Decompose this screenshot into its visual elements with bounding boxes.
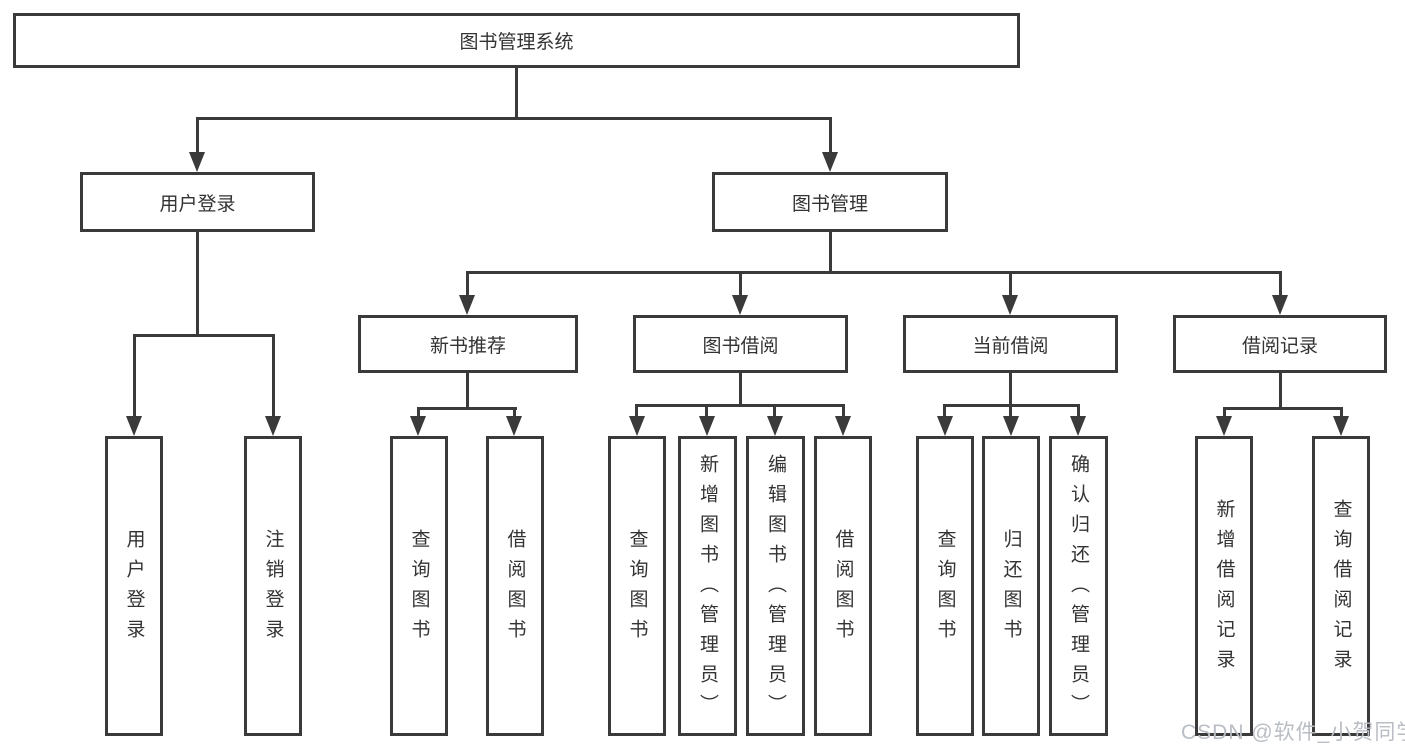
connector-drop bbox=[133, 334, 136, 422]
down-arrowhead bbox=[822, 152, 838, 172]
down-arrowhead bbox=[506, 416, 522, 436]
connector-drop bbox=[1279, 271, 1282, 301]
node-user-login-label: 用户登录 bbox=[159, 193, 236, 215]
leaf-label: 新增图书（管理员） bbox=[697, 454, 718, 724]
connector-drop bbox=[943, 404, 946, 424]
connector-drop bbox=[1340, 407, 1343, 424]
node-new-books-label: 新书推荐 bbox=[429, 335, 506, 357]
node-current-borrow-label: 当前借阅 bbox=[972, 335, 1049, 357]
leaf-query-borrow-record: 查询借阅记录 bbox=[1312, 436, 1370, 736]
down-arrowhead bbox=[699, 416, 715, 436]
leaf-query-books-1: 查询图书 bbox=[390, 436, 448, 736]
down-arrowhead bbox=[1216, 416, 1232, 436]
connector-drop bbox=[513, 407, 516, 424]
leaf-label: 注销登录 bbox=[262, 529, 284, 649]
down-arrowhead bbox=[265, 416, 281, 436]
connector-bar bbox=[417, 407, 517, 410]
connector-stem bbox=[739, 373, 742, 407]
connector-stem bbox=[196, 232, 199, 335]
down-arrowhead bbox=[1003, 416, 1019, 436]
leaf-add-books-admin: 新增图书（管理员） bbox=[678, 436, 737, 736]
leaf-user-login: 用户登录 bbox=[105, 436, 163, 736]
leaf-borrow-books-2: 借阅图书 bbox=[814, 436, 872, 736]
node-user-login: 用户登录 bbox=[80, 172, 315, 232]
down-arrowhead bbox=[937, 416, 953, 436]
connector-bar bbox=[635, 404, 845, 407]
node-book-mgmt-label: 图书管理 bbox=[791, 193, 868, 215]
connector-drop bbox=[1223, 407, 1226, 424]
connector-bar bbox=[133, 334, 275, 337]
down-arrowhead bbox=[767, 416, 783, 436]
node-root-label: 图书管理系统 bbox=[459, 32, 574, 53]
leaf-query-books-3: 查询图书 bbox=[916, 436, 974, 736]
leaf-borrow-books-1: 借阅图书 bbox=[486, 436, 544, 736]
leaf-label: 查询图书 bbox=[934, 529, 956, 649]
down-arrowhead bbox=[1333, 416, 1349, 436]
down-arrowhead bbox=[126, 416, 142, 436]
leaf-label: 查询图书 bbox=[626, 529, 648, 649]
leaf-label: 归还图书 bbox=[1000, 529, 1022, 649]
leaf-label: 查询借阅记录 bbox=[1330, 499, 1352, 679]
connector-drop bbox=[196, 117, 199, 159]
connector-drop bbox=[417, 407, 420, 424]
connector-stem bbox=[466, 373, 469, 410]
leaf-label: 借阅图书 bbox=[504, 529, 526, 649]
connector-drop bbox=[635, 404, 638, 424]
down-arrowhead bbox=[189, 152, 205, 172]
leaf-logout: 注销登录 bbox=[244, 436, 302, 736]
connector-drop bbox=[842, 404, 845, 424]
leaf-add-borrow-record: 新增借阅记录 bbox=[1195, 436, 1253, 736]
down-arrowhead bbox=[1070, 416, 1086, 436]
node-book-borrow: 图书借阅 bbox=[633, 315, 848, 373]
node-new-books: 新书推荐 bbox=[358, 315, 578, 373]
connector-drop bbox=[1077, 404, 1080, 424]
node-borrow-records-label: 借阅记录 bbox=[1241, 335, 1318, 357]
connector-stem bbox=[1009, 373, 1012, 407]
leaf-label: 用户登录 bbox=[123, 529, 145, 649]
down-arrowhead bbox=[459, 295, 475, 315]
down-arrowhead bbox=[629, 416, 645, 436]
down-arrowhead bbox=[732, 295, 748, 315]
leaf-label: 编辑图书（管理员） bbox=[765, 454, 786, 724]
leaf-label: 借阅图书 bbox=[832, 529, 854, 649]
down-arrowhead bbox=[835, 416, 851, 436]
connector-stem bbox=[1279, 373, 1282, 410]
leaf-label: 确认归还（管理员） bbox=[1068, 454, 1089, 724]
leaf-return-books: 归还图书 bbox=[982, 436, 1040, 736]
connector-drop bbox=[705, 404, 708, 424]
leaf-label: 新增借阅记录 bbox=[1213, 499, 1235, 679]
leaf-label: 查询图书 bbox=[408, 529, 430, 649]
connector-drop bbox=[739, 271, 742, 301]
node-current-borrow: 当前借阅 bbox=[903, 315, 1118, 373]
csdn-watermark: CSDN @软件_小贺同学 bbox=[1181, 721, 1405, 744]
down-arrowhead bbox=[1272, 295, 1288, 315]
down-arrowhead bbox=[410, 416, 426, 436]
connector-drop bbox=[1009, 271, 1012, 301]
leaf-edit-books-admin: 编辑图书（管理员） bbox=[746, 436, 805, 736]
node-book-borrow-label: 图书借阅 bbox=[702, 335, 779, 357]
leaf-query-books-2: 查询图书 bbox=[608, 436, 666, 736]
connector-bar bbox=[196, 117, 832, 120]
connector-drop bbox=[773, 404, 776, 424]
connector-bar bbox=[466, 271, 1282, 274]
node-root: 图书管理系统 bbox=[13, 13, 1020, 68]
connector-drop bbox=[1009, 404, 1012, 424]
node-borrow-records: 借阅记录 bbox=[1173, 315, 1387, 373]
connector-stem bbox=[829, 232, 832, 274]
leaf-confirm-return-admin: 确认归还（管理员） bbox=[1049, 436, 1108, 736]
connector-bar bbox=[1223, 407, 1343, 410]
down-arrowhead bbox=[1002, 295, 1018, 315]
connector-drop bbox=[272, 334, 275, 422]
node-book-mgmt: 图书管理 bbox=[712, 172, 948, 232]
connector-drop bbox=[466, 271, 469, 301]
connector-drop bbox=[829, 117, 832, 159]
connector-stem bbox=[515, 68, 518, 119]
